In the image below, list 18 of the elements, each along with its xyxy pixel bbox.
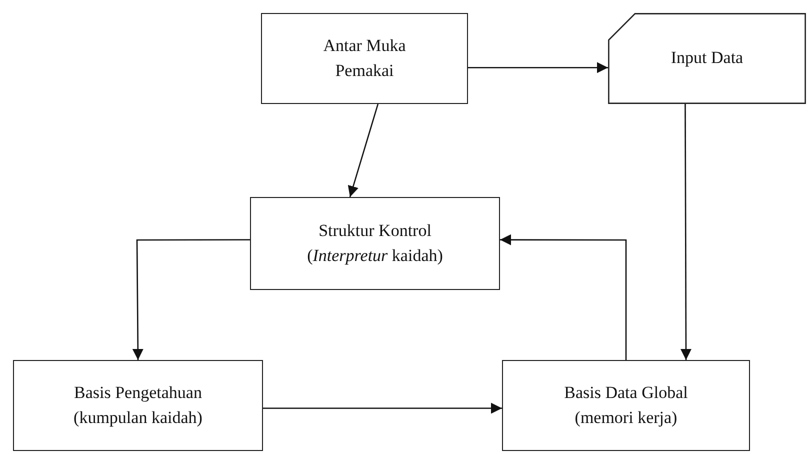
process-box: [502, 360, 750, 451]
arrow: [263, 402, 502, 414]
node-label: (kumpulan kaidah): [74, 406, 202, 429]
arrow: [348, 104, 379, 198]
node-label: Struktur Kontrol: [318, 220, 432, 242]
arrow: [468, 62, 608, 74]
node-label: (Interpretur kaidah): [307, 244, 443, 267]
process-box: [261, 13, 468, 104]
node-label: Basis Pengetahuan: [74, 382, 202, 404]
node-label: Antar Muka Pemakai: [322, 34, 407, 82]
arrow: [680, 104, 692, 360]
arrow: [500, 234, 627, 360]
node-label: Input Data: [670, 47, 744, 70]
process-box: [250, 197, 500, 290]
process-box: [13, 360, 263, 451]
node-label: Basis Data Global: [564, 382, 688, 404]
arrow: [132, 239, 250, 360]
node-label: (memori kerja): [574, 406, 678, 429]
